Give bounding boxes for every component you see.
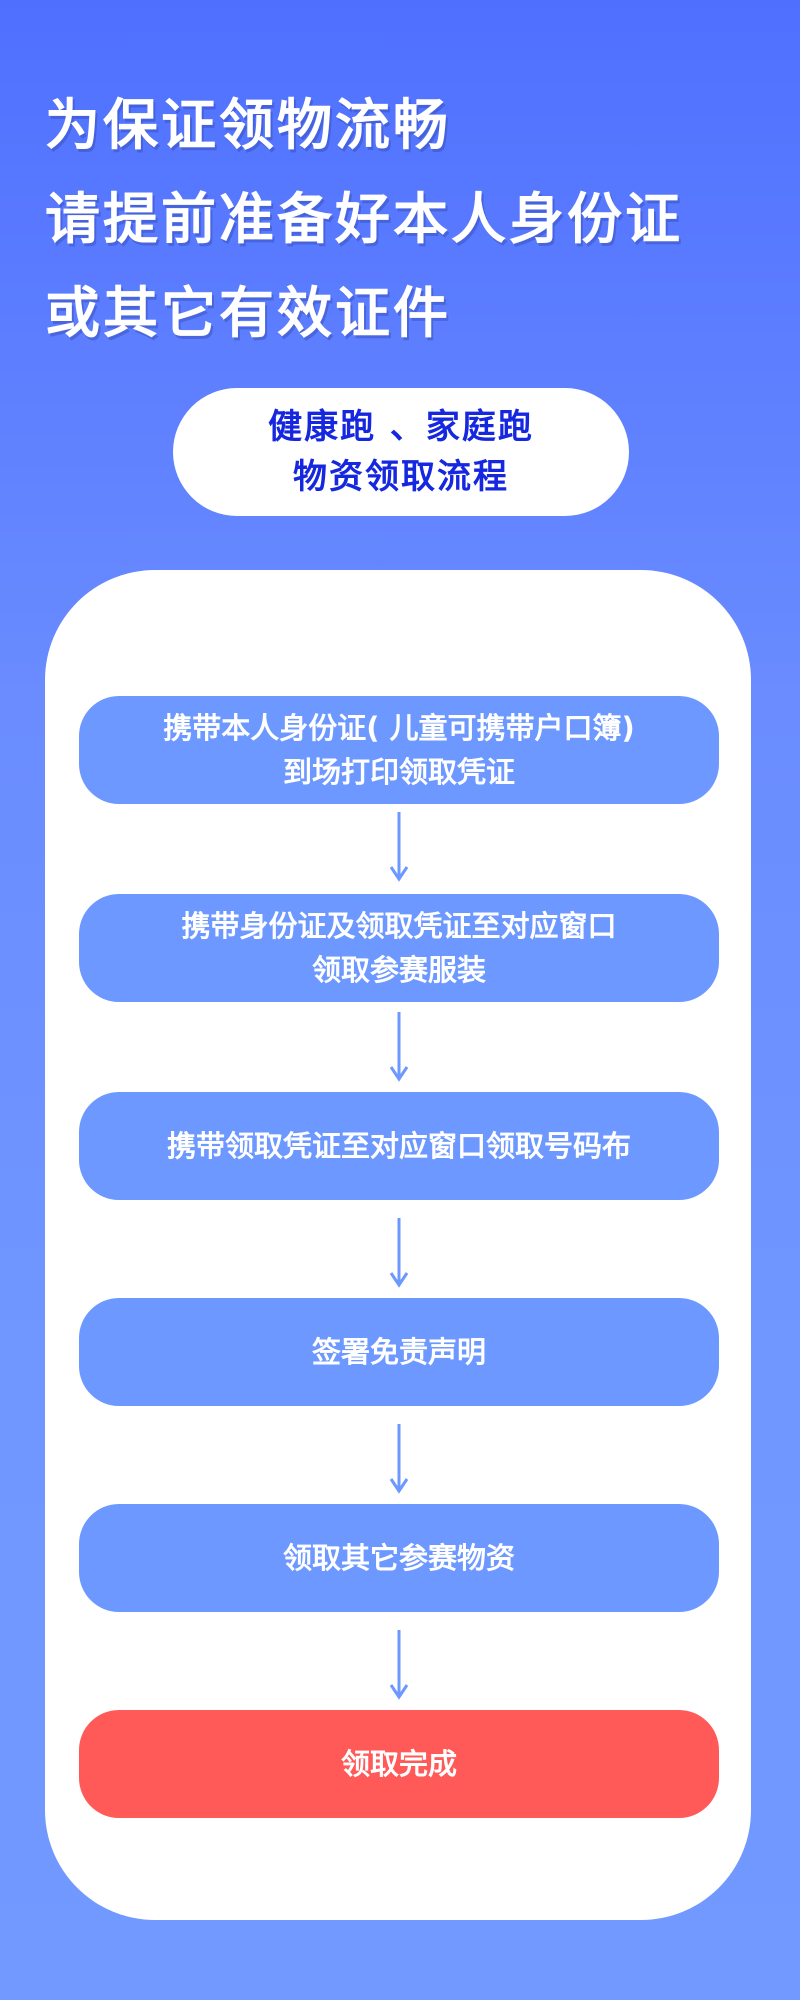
flow-step-2-line-1: 携带身份证及领取凭证至对应窗口: [181, 909, 617, 943]
flow-step-2-line-2: 领取参赛服装: [311, 953, 486, 987]
flow-card: 携带本人身份证( 儿童可携带户口簿) 到场打印领取凭证 携带身份证及领取凭证至对…: [45, 570, 751, 1920]
flow-arrow-down-icon: [389, 812, 409, 882]
headline-line-2: 请提前准备好本人身份证: [45, 187, 684, 251]
flow-step-3-line-1: 携带领取凭证至对应窗口领取号码布: [166, 1129, 631, 1163]
flow-arrow-down-icon: [389, 1218, 409, 1288]
flow-step-5-line-1: 领取其它参赛物资: [282, 1541, 515, 1575]
flow-arrow-down-icon: [389, 1630, 409, 1700]
headline-line-1: 为保证领物流畅: [45, 93, 452, 157]
headline-line-3: 或其它有效证件: [45, 281, 452, 345]
flow-title-line-2: 物资领取流程: [293, 457, 509, 497]
flow-arrow-down-icon: [389, 1012, 409, 1082]
flow-arrow-down-icon: [389, 1424, 409, 1494]
headline: 为保证领物流畅 请提前准备好本人身份证 或其它有效证件: [45, 78, 765, 360]
flow-title-pill: 健康跑 、家庭跑 物资领取流程: [173, 388, 629, 516]
flow-step-1-line-2: 到场打印领取凭证: [282, 755, 515, 789]
flow-step-5: 领取其它参赛物资: [79, 1504, 719, 1612]
flow-step-1: 携带本人身份证( 儿童可携带户口簿) 到场打印领取凭证: [79, 696, 719, 804]
flow-step-4: 签署免责声明: [79, 1298, 719, 1406]
flow-step-final-line-1: 领取完成: [340, 1747, 457, 1781]
flow-step-final: 领取完成: [79, 1710, 719, 1818]
flow-step-1-line-1: 携带本人身份证( 儿童可携带户口簿): [163, 711, 635, 745]
flow-step-2: 携带身份证及领取凭证至对应窗口 领取参赛服装: [79, 894, 719, 1002]
flow-step-3: 携带领取凭证至对应窗口领取号码布: [79, 1092, 719, 1200]
flow-step-4-line-1: 签署免责声明: [311, 1335, 486, 1369]
flow-title-line-1: 健康跑 、家庭跑: [268, 407, 534, 447]
